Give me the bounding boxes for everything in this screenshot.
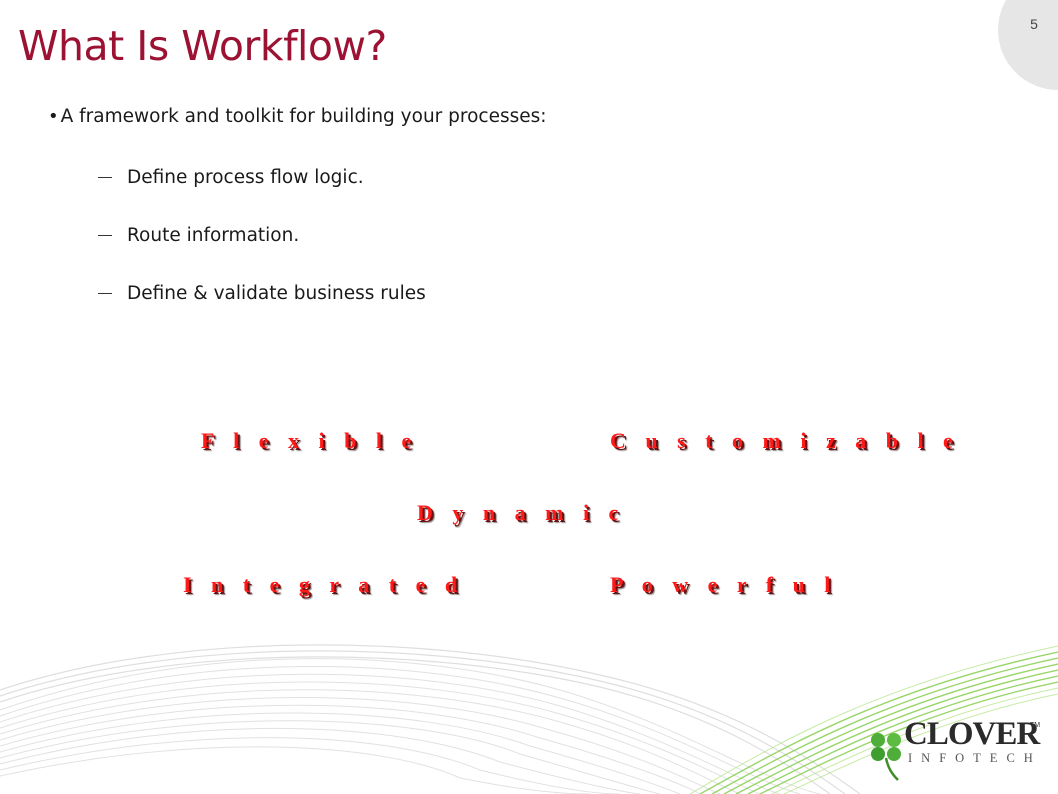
sub-bullet-text: Define & validate business rules [127,283,426,304]
keyword-integrated: I n t e g r a t e d [183,572,465,597]
keyword-flexible: F l e x i b l e [201,428,419,453]
logo-subtitle: INFOTECH [908,751,1042,765]
keyword-powerful: P o w e r f u l [610,572,838,597]
bullet-dot-icon: • [48,106,59,127]
sub-bullet: Define & validate business rules [98,283,426,304]
sub-bullet-text: Define process flow logic. [127,167,364,188]
clover-leaf-icon [871,733,901,781]
dash-icon [98,234,112,236]
page-number-badge [998,0,1058,90]
dash-icon [98,176,112,178]
page-number: 5 [1030,16,1038,32]
sub-bullet-text: Route information. [127,225,300,246]
sub-bullet: Define process flow logic. [98,167,364,188]
main-bullet-text: A framework and toolkit for building you… [60,106,547,127]
decorative-waves [0,644,1058,794]
main-bullet: •A framework and toolkit for building yo… [48,106,547,127]
logo-name: CLOVER [904,716,1040,752]
sub-bullet: Route information. [98,225,299,246]
dash-icon [98,292,112,294]
logo-trademark: TM [1030,722,1041,729]
slide-title: What Is Workflow? [18,22,387,70]
keyword-dynamic: D y n a m i c [417,500,626,525]
keyword-customizable: C u s t o m i z a b l e [610,428,960,453]
